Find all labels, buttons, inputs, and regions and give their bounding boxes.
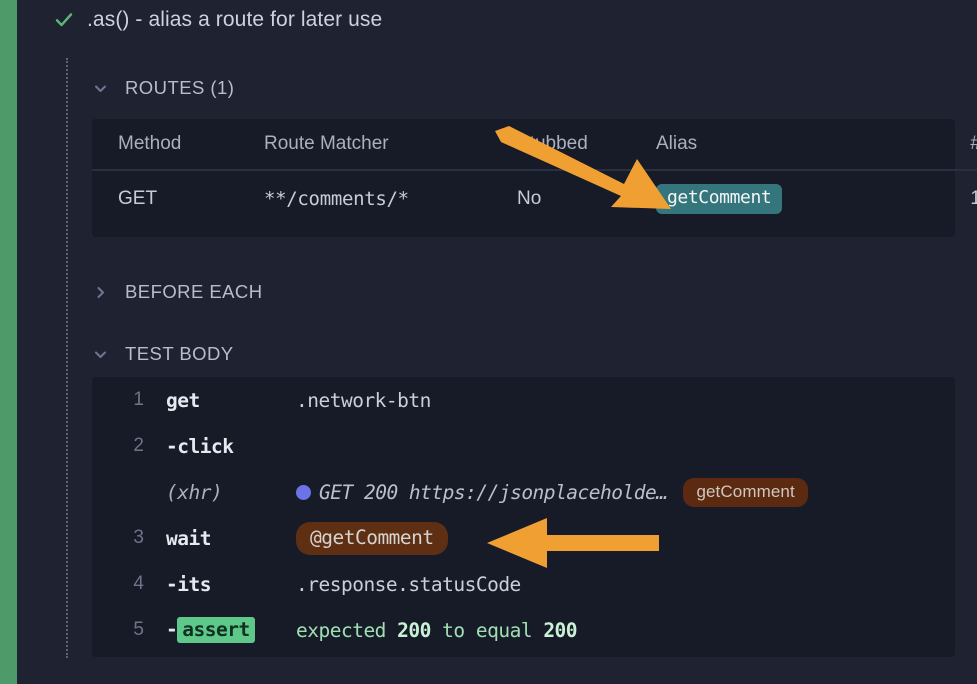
line-number: 4 [133, 573, 144, 594]
command-argument: .network-btn [296, 388, 431, 412]
command-argument: @getComment [296, 521, 448, 555]
table-row[interactable]: GET **/comments/* No getComment 1 [92, 170, 977, 227]
command-argument: .response.statusCode [296, 572, 521, 596]
command-name: get [166, 388, 200, 412]
command-row-2[interactable]: 2 -click [92, 423, 955, 469]
column-header-matcher: Route Matcher [264, 119, 517, 171]
section-label-routes: ROUTES (1) [125, 77, 235, 98]
routes-table: Method Route Matcher Stubbed Alias # GET… [92, 119, 977, 227]
test-title: .as() - alias a route for later use [87, 8, 383, 31]
column-header-alias: Alias [656, 119, 896, 171]
alias-badge[interactable]: getComment [656, 184, 783, 214]
section-header-routes[interactable]: ROUTES (1) [92, 77, 234, 99]
test-body-command-list: 1 get .network-btn 2 -click (xhr) GET 20… [92, 377, 955, 657]
test-pass-indicator-bar [0, 0, 17, 684]
assert-prefix: expected [296, 618, 398, 642]
cell-count: 1 [970, 187, 977, 209]
section-header-before-each[interactable]: BEFORE EACH [92, 281, 263, 303]
xhr-alias-badge[interactable]: getComment [683, 477, 808, 507]
column-header-count: # [896, 119, 977, 171]
assert-badge[interactable]: assert [177, 617, 255, 643]
column-header-method: Method [92, 119, 264, 171]
chevron-right-icon [92, 284, 108, 300]
command-row-1[interactable]: 1 get .network-btn [92, 377, 955, 423]
command-row-3[interactable]: 3 wait @getComment [92, 515, 955, 561]
assert-dash: - [166, 618, 178, 641]
section-label-before-each: BEFORE EACH [125, 281, 263, 302]
xhr-request-text: GET 200 https://jsonplaceholde… [319, 480, 668, 504]
line-number: 2 [133, 435, 144, 456]
blue-dot-icon [296, 484, 311, 500]
command-name: -its [166, 572, 211, 596]
section-header-test-body[interactable]: TEST BODY [92, 343, 234, 365]
command-name-xhr: (xhr) [166, 480, 223, 504]
command-name: wait [166, 526, 211, 550]
assert-expected-value: 200 [397, 618, 431, 642]
command-argument-xhr: GET 200 https://jsonplaceholde… [296, 480, 668, 504]
chevron-down-icon [92, 80, 108, 96]
column-header-stubbed: Stubbed [517, 119, 656, 171]
section-label-test-body: TEST BODY [125, 343, 234, 364]
command-name-assert: -assert [144, 617, 296, 643]
test-nesting-guide [66, 58, 68, 658]
cell-alias: getComment [656, 170, 896, 227]
check-icon [55, 11, 73, 29]
line-number: 1 [133, 389, 144, 410]
test-title-row[interactable]: .as() - alias a route for later use [55, 8, 382, 32]
cell-method: GET [118, 187, 158, 209]
cell-stubbed: No [517, 187, 542, 209]
assert-mid: to equal [430, 618, 544, 642]
command-row-5[interactable]: 5 -assert expected 200 to equal 200 [92, 607, 955, 653]
assertion-message: expected 200 to equal 200 [296, 618, 578, 642]
routes-table-header-row: Method Route Matcher Stubbed Alias # [92, 119, 977, 171]
line-number: 3 [133, 527, 144, 548]
assert-actual-value: 200 [543, 618, 578, 642]
command-row-4[interactable]: 4 -its .response.statusCode [92, 561, 955, 607]
line-number: 5 [133, 619, 144, 640]
routes-table-panel: Method Route Matcher Stubbed Alias # GET… [92, 119, 977, 237]
wait-alias-badge[interactable]: @getComment [296, 521, 448, 555]
command-name: -click [166, 434, 234, 458]
cell-route-matcher: **/comments/* [264, 187, 409, 210]
chevron-down-icon [92, 346, 108, 362]
command-row-xhr[interactable]: (xhr) GET 200 https://jsonplaceholde… ge… [92, 469, 955, 515]
